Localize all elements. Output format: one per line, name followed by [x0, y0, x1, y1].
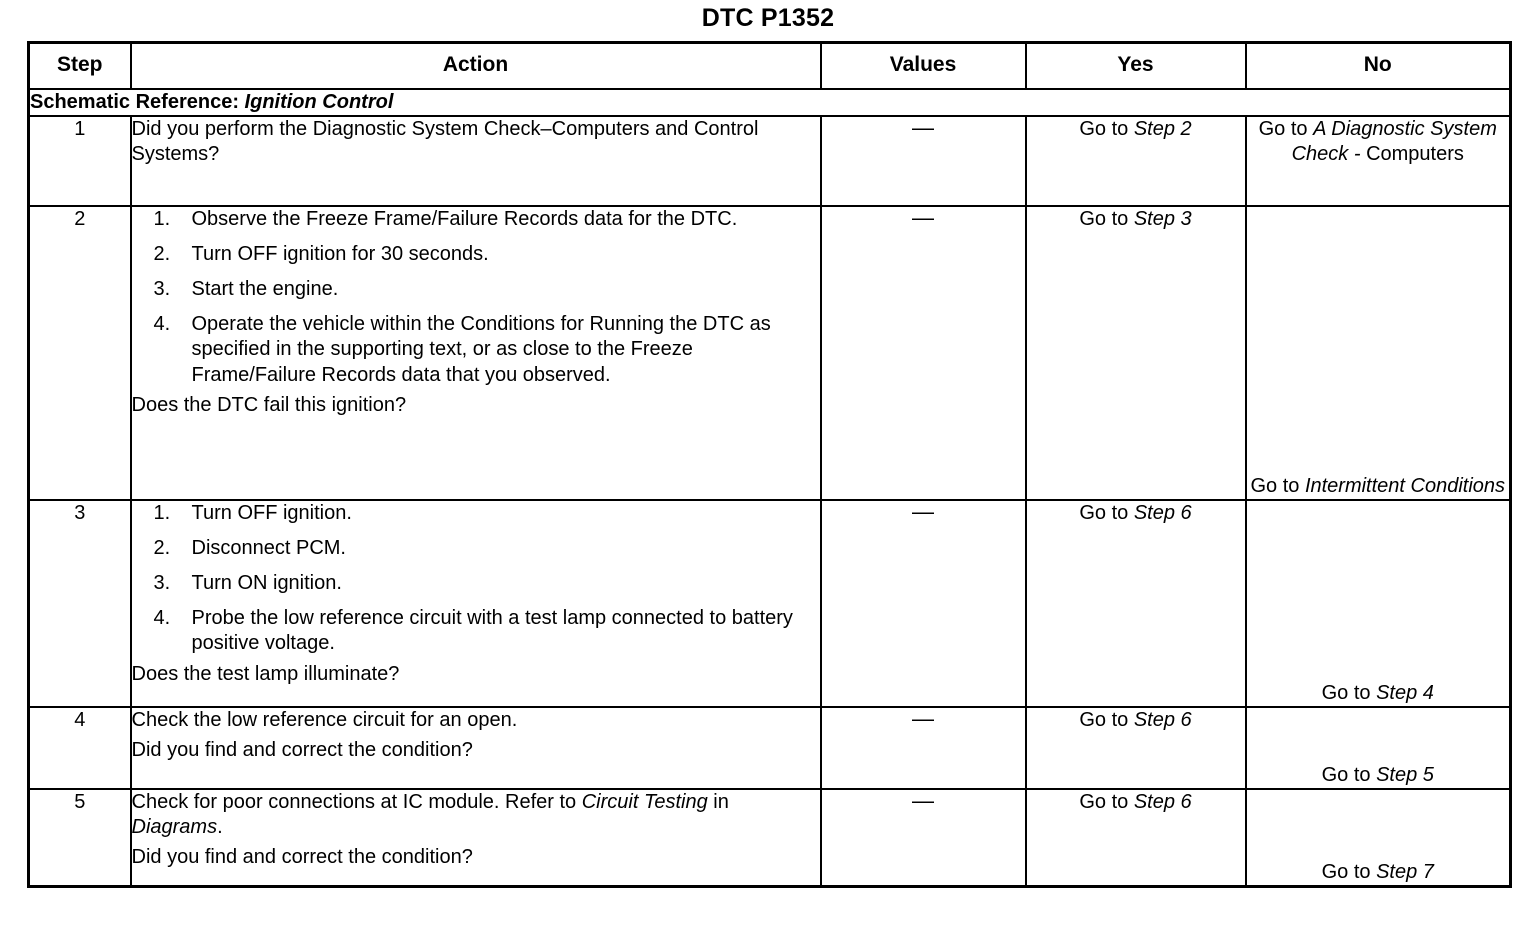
- no-prefix: Go to: [1258, 117, 1314, 140]
- table-row: 1 Did you perform the Diagnostic System …: [27, 114, 1512, 207]
- list-item: Operate the vehicle within the Condition…: [154, 312, 771, 386]
- no-cell: Go to A Diagnostic System Check - Comput…: [1244, 114, 1512, 207]
- no-cell: Go to Step 5: [1244, 705, 1512, 790]
- yes-cell: Go to Step 6: [1024, 705, 1247, 790]
- inline-reference: Diagrams: [131, 815, 218, 838]
- inline-text: Check for poor connections at IC module.…: [131, 790, 582, 813]
- values-dash: —: [912, 114, 934, 140]
- action-cell: Observe the Freeze Frame/Failure Records…: [129, 204, 822, 501]
- schematic-reference-cell: Schematic Reference: Ignition Control: [27, 87, 1512, 117]
- yes-prefix: Go to: [1079, 501, 1134, 524]
- schematic-reference-row: Schematic Reference: Ignition Control: [27, 87, 1512, 117]
- list-item: Turn ON ignition.: [154, 571, 342, 596]
- no-reference: Intermittent Conditions: [1304, 474, 1506, 497]
- values-cell: —: [819, 787, 1027, 888]
- column-header-step: Step: [27, 41, 132, 90]
- no-cell: Go to Step 7: [1244, 787, 1512, 888]
- no-suffix: Computers: [1360, 142, 1464, 165]
- action-question-text: Did you find and correct the condition?: [131, 846, 473, 869]
- no-reference: A Diagnostic System Check -: [1291, 117, 1497, 165]
- no-reference: Step 4: [1376, 681, 1434, 704]
- yes-prefix: Go to: [1079, 117, 1134, 140]
- no-cell: Go to Intermittent Conditions: [1244, 204, 1512, 501]
- action-lead-text: Did you perform the Diagnostic System Ch…: [131, 117, 759, 165]
- no-prefix: Go to: [1321, 860, 1377, 883]
- values-dash: —: [912, 204, 934, 230]
- page-title: DTC P1352: [701, 4, 835, 32]
- step-number: 1: [27, 114, 132, 207]
- values-dash: —: [912, 498, 934, 524]
- yes-reference: Step 3: [1133, 207, 1192, 230]
- action-step-list: Turn OFF ignition. Disconnect PCM. Turn …: [132, 501, 820, 657]
- no-prefix: Go to: [1321, 681, 1377, 704]
- table-row: 2 Observe the Freeze Frame/Failure Recor…: [27, 204, 1512, 501]
- no-prefix: Go to: [1321, 763, 1377, 786]
- action-cell: Did you perform the Diagnostic System Ch…: [129, 114, 822, 207]
- column-header-no: No: [1244, 41, 1512, 90]
- action-cell: Turn OFF ignition. Disconnect PCM. Turn …: [129, 498, 822, 708]
- list-item: Disconnect PCM.: [154, 536, 347, 561]
- list-item: Observe the Freeze Frame/Failure Records…: [154, 207, 738, 232]
- yes-cell: Go to Step 6: [1024, 787, 1247, 888]
- yes-cell: Go to Step 3: [1024, 204, 1247, 501]
- yes-reference: Step 6: [1133, 790, 1192, 813]
- yes-prefix: Go to: [1079, 790, 1134, 813]
- action-lead-text: Check the low reference circuit for an o…: [131, 708, 518, 731]
- action-question-text: Does the DTC fail this ignition?: [131, 393, 407, 416]
- yes-prefix: Go to: [1079, 708, 1134, 731]
- list-item: Turn OFF ignition for 30 seconds.: [154, 242, 489, 267]
- step-number: 2: [27, 204, 132, 501]
- no-reference: Step 5: [1376, 763, 1434, 786]
- no-prefix: Go to: [1250, 474, 1305, 497]
- step-number: 3: [27, 498, 132, 708]
- inline-text: .: [217, 815, 223, 838]
- list-item: Probe the low reference circuit with a t…: [154, 606, 793, 655]
- yes-cell: Go to Step 2: [1024, 114, 1247, 207]
- action-question-text: Did you find and correct the condition?: [131, 738, 473, 761]
- list-item: Start the engine.: [154, 277, 339, 302]
- no-reference: Step 7: [1376, 860, 1434, 883]
- yes-prefix: Go to: [1079, 207, 1134, 230]
- diagnostic-table: Step Action Values Yes No Schematic Refe…: [27, 40, 1512, 888]
- table-row: 5 Check for poor connections at IC modul…: [27, 787, 1512, 888]
- step-number: 5: [27, 787, 132, 888]
- inline-reference: Circuit Testing: [581, 790, 708, 813]
- step-number: 4: [27, 705, 132, 790]
- yes-cell: Go to Step 6: [1024, 498, 1247, 708]
- values-cell: —: [819, 705, 1027, 790]
- yes-reference: Step 6: [1133, 501, 1192, 524]
- action-question-text: Does the test lamp illuminate?: [131, 662, 400, 685]
- yes-reference: Step 6: [1133, 708, 1192, 731]
- action-lead-rich: Check for poor connections at IC module.…: [132, 790, 820, 842]
- column-header-action: Action: [129, 41, 822, 90]
- action-cell: Check the low reference circuit for an o…: [129, 705, 822, 790]
- no-cell: Go to Step 4: [1244, 498, 1512, 708]
- values-dash: —: [912, 705, 934, 731]
- list-item: Turn OFF ignition.: [154, 501, 352, 526]
- action-step-list: Observe the Freeze Frame/Failure Records…: [132, 207, 820, 388]
- values-cell: —: [819, 204, 1027, 501]
- action-cell: Check for poor connections at IC module.…: [129, 787, 822, 888]
- table-header-row: Step Action Values Yes No: [27, 41, 1512, 90]
- schematic-reference-label: Schematic Reference:: [30, 90, 239, 113]
- table-row: 4 Check the low reference circuit for an…: [27, 705, 1512, 790]
- inline-text: in: [707, 790, 729, 813]
- table-row: 3 Turn OFF ignition. Disconnect PCM. Tur…: [27, 498, 1512, 708]
- schematic-reference-value: Ignition Control: [244, 90, 394, 113]
- column-header-values: Values: [819, 41, 1027, 90]
- yes-reference: Step 2: [1133, 117, 1192, 140]
- column-header-yes: Yes: [1024, 41, 1247, 90]
- values-cell: —: [819, 114, 1027, 207]
- values-dash: —: [912, 787, 934, 813]
- values-cell: —: [819, 498, 1027, 708]
